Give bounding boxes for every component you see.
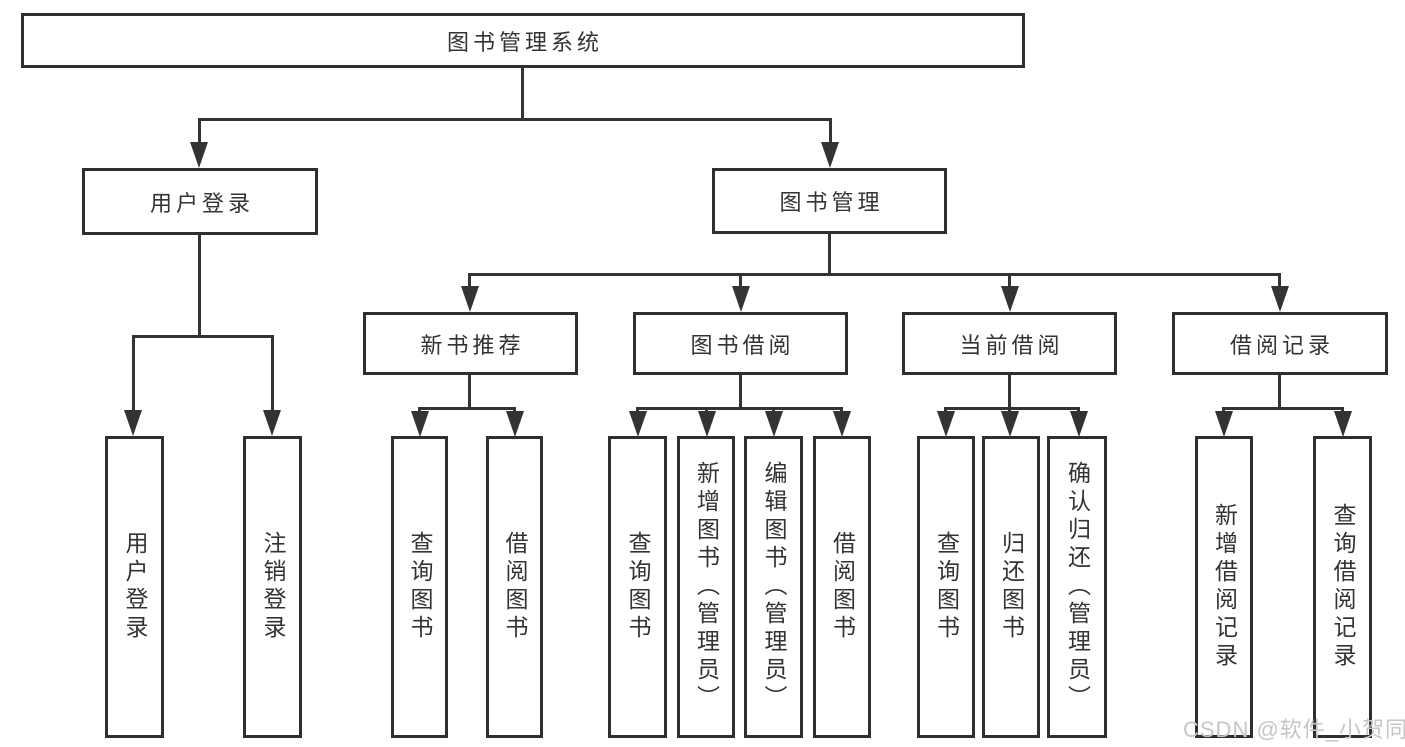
connector-branch	[419, 407, 516, 410]
arrowhead	[461, 286, 479, 312]
connector-root-trunk	[521, 68, 524, 118]
connector-drop-leaf	[132, 335, 135, 413]
arrowhead	[263, 410, 281, 436]
node-library-management-system: 图书管理系统	[21, 13, 1025, 68]
connector-drop-borrow-records	[1278, 273, 1281, 289]
connector-level3-branch	[469, 273, 1281, 276]
arrowhead	[732, 286, 750, 312]
arrowhead	[411, 411, 429, 437]
arrowhead	[190, 142, 208, 168]
leaf-query-books-borrow: 查询图书	[608, 436, 667, 738]
connector-stub	[739, 375, 742, 407]
leaf-user-login: 用户登录	[105, 436, 164, 738]
connector-book-management-stub	[828, 234, 831, 273]
arrowhead	[1001, 411, 1019, 437]
connector-drop-new-book	[468, 273, 471, 289]
node-borrow-records: 借阅记录	[1172, 312, 1388, 375]
leaf-borrow-books-recommend: 借阅图书	[486, 436, 543, 738]
connector-stub	[1278, 375, 1281, 407]
connector-branch	[636, 407, 843, 410]
connector-drop-leaf	[271, 335, 274, 413]
node-book-management: 图书管理	[712, 168, 947, 234]
leaf-return-books: 归还图书	[982, 436, 1040, 738]
connector-drop-book-management	[829, 118, 832, 146]
arrowhead	[506, 411, 524, 437]
connector-branch	[1223, 407, 1343, 410]
connector-branch	[945, 407, 1080, 410]
leaf-confirm-return-admin: 确认归还（管理员）	[1047, 436, 1107, 738]
arrowhead	[124, 410, 142, 436]
arrowhead	[698, 411, 716, 437]
arrowhead	[629, 411, 647, 437]
connector-user-login-branch	[132, 335, 273, 338]
arrowhead	[765, 411, 783, 437]
leaf-query-books-recommend: 查询图书	[391, 436, 448, 738]
arrowhead	[937, 411, 955, 437]
leaf-query-borrow-record: 查询借阅记录	[1313, 436, 1372, 738]
connector-drop-book-borrow	[739, 273, 742, 289]
node-current-borrow: 当前借阅	[902, 312, 1117, 375]
arrowhead	[1070, 411, 1088, 437]
connector-level2-branch	[198, 118, 831, 121]
leaf-edit-books-admin: 编辑图书（管理员）	[744, 436, 803, 738]
watermark: CSDN @软件_小贺同学	[1183, 717, 1405, 742]
arrowhead	[1215, 411, 1233, 437]
arrowhead	[1271, 286, 1289, 312]
node-user-login: 用户登录	[82, 168, 318, 235]
leaf-add-books-admin: 新增图书（管理员）	[677, 436, 735, 738]
arrowhead	[1334, 411, 1352, 437]
connector-stub	[468, 375, 471, 407]
leaf-logout: 注销登录	[243, 436, 302, 738]
leaf-add-borrow-record: 新增借阅记录	[1195, 436, 1253, 738]
connector-stub	[1008, 375, 1011, 407]
connector-drop-user-login	[198, 118, 201, 146]
leaf-query-books-current: 查询图书	[917, 436, 975, 738]
arrowhead	[833, 411, 851, 437]
connector-drop-current-borrow	[1008, 273, 1011, 289]
node-new-book-recommend: 新书推荐	[363, 312, 578, 375]
leaf-borrow-books: 借阅图书	[813, 436, 871, 738]
arrowhead	[821, 142, 839, 168]
arrowhead	[1001, 286, 1019, 312]
node-book-borrow: 图书借阅	[633, 312, 848, 375]
connector-user-login-stub	[198, 235, 201, 335]
